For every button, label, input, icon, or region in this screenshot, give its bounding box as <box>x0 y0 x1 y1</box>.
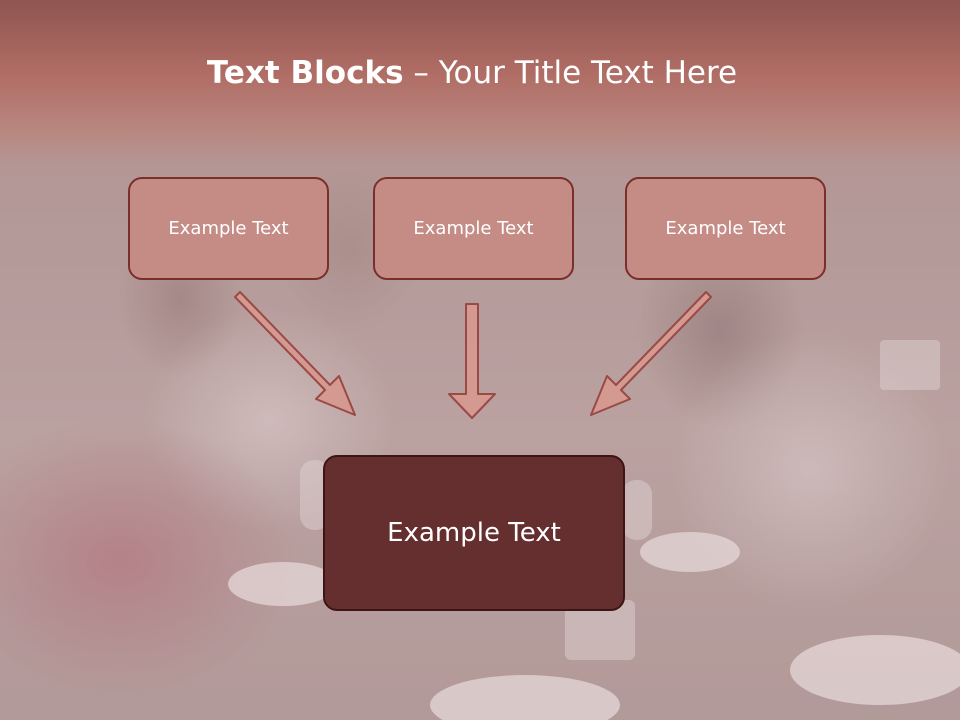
arrow-center <box>448 303 496 419</box>
glass <box>622 480 652 540</box>
text-block-2-label: Example Text <box>413 218 534 239</box>
arrow-left <box>234 291 356 416</box>
napkin-holder <box>880 340 940 390</box>
plate <box>790 635 960 705</box>
main-text-block-label: Example Text <box>387 518 561 548</box>
plate <box>640 532 740 572</box>
title-separator: – <box>403 55 439 91</box>
arrow-right <box>590 291 712 416</box>
title-normal: Your Title Text Here <box>438 55 738 91</box>
plate <box>430 675 620 720</box>
plate <box>228 562 338 606</box>
title-band <box>0 0 960 165</box>
text-block-1-label: Example Text <box>168 218 289 239</box>
title-bold: Text Blocks <box>206 55 404 91</box>
text-block-1: Example Text <box>128 177 329 280</box>
text-block-3-label: Example Text <box>665 218 786 239</box>
page-title: Text Blocks – Your Title Text Here <box>0 55 944 91</box>
main-text-block: Example Text <box>323 455 625 611</box>
text-block-2: Example Text <box>373 177 574 280</box>
text-block-3: Example Text <box>625 177 826 280</box>
